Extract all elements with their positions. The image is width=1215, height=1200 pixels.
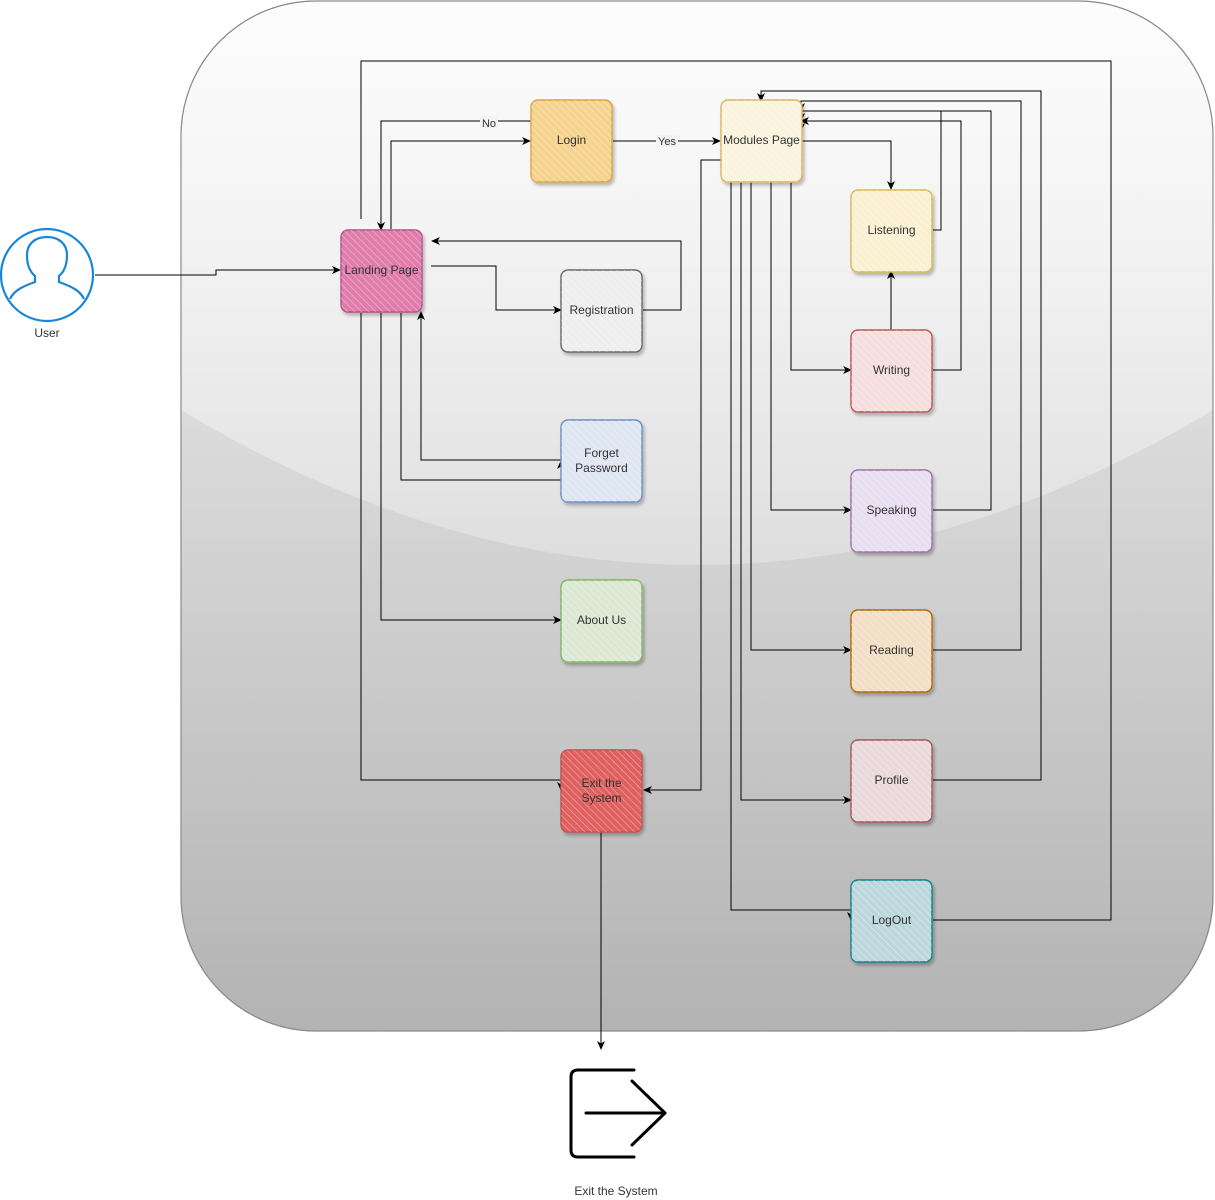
node-about-us-label: About Us [577,613,626,627]
node-registration-label: Registration [569,303,633,317]
edge-modules-exit [643,159,721,794]
edge-modules-speaking [770,182,852,514]
node-exit-system-label-2: System [581,791,621,805]
node-about-us[interactable]: About Us [560,579,643,663]
node-modules-page[interactable]: Modules Page [720,99,803,183]
edge-modules-writing [790,182,852,374]
edge-profile-modules [757,90,1042,781]
edge-landing-login [390,137,531,229]
edge-labels: No Yes [480,116,678,148]
node-reading-label: Reading [869,643,914,657]
node-landing-page-label: Landing Page [344,263,418,277]
container-panel [180,0,1214,1032]
node-exit-system[interactable]: Exit the System [560,749,643,833]
edge-landing-registration [431,265,562,314]
edge-logout-landing [360,60,1112,921]
node-listening-label: Listening [867,223,915,237]
node-writing[interactable]: Writing [850,329,933,413]
node-forget-password[interactable]: Forget Password [560,419,643,503]
node-modules-page-label: Modules Page [723,133,800,147]
user-label: User [34,326,59,340]
node-login-label: Login [557,133,586,147]
node-exit-system-label-1: Exit the [581,776,621,790]
edge-registration-landing [431,237,682,311]
node-speaking[interactable]: Speaking [850,469,933,553]
node-reading[interactable]: Reading [850,609,933,693]
node-forget-password-label-2: Password [575,461,628,475]
node-writing-label: Writing [873,363,910,377]
node-login[interactable]: Login [530,99,613,183]
edge-label-yes: Yes [658,136,676,148]
exit-icon-label: Exit the System [574,1184,657,1198]
edge-modules-listening [802,140,895,190]
edge-landing-about [380,313,562,624]
edge-label-no: No [482,118,496,130]
node-speaking-label: Speaking [866,503,916,517]
edge-modules-profile [740,182,852,804]
edge-modules-reading [750,182,852,654]
node-registration[interactable]: Registration [560,269,643,353]
exit-icon [569,1068,667,1159]
node-profile-label: Profile [874,773,908,787]
node-logout-label: LogOut [872,913,912,927]
node-profile[interactable]: Profile [850,739,933,823]
edge-forget-landing [417,311,561,461]
node-listening[interactable]: Listening [850,189,933,273]
edge-user-landing [95,266,341,276]
node-logout[interactable]: LogOut [850,879,933,963]
edge-writing-modules [800,117,962,371]
user-actor[interactable]: User [0,227,95,340]
user-icon [0,227,95,323]
node-forget-password-label-1: Forget [584,446,619,460]
exit-system-endpoint[interactable]: Exit the System [569,1068,667,1198]
node-landing-page[interactable]: Landing Page [340,229,423,313]
